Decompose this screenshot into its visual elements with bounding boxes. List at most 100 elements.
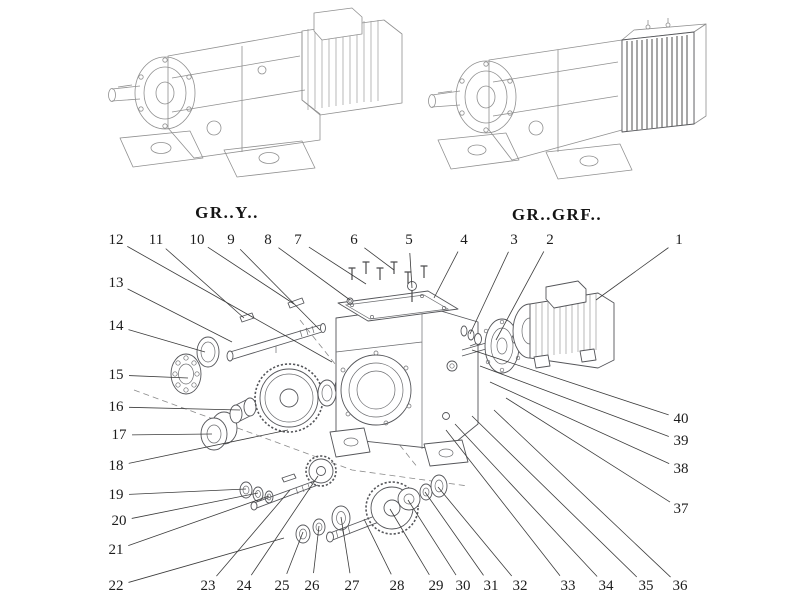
leader-line-29	[389, 508, 430, 576]
leader-line-19	[128, 488, 247, 495]
ball-bearing-left	[170, 353, 202, 395]
leader-line-35	[471, 415, 637, 578]
callout-number-1: 1	[675, 232, 683, 248]
leader-line-40	[471, 349, 669, 416]
leader-line-6	[364, 247, 395, 271]
callout-number-15: 15	[109, 367, 124, 383]
leader-line-12	[127, 246, 333, 363]
callout-number-28: 28	[390, 578, 405, 594]
leader-line-17	[131, 433, 213, 436]
leader-line-25	[286, 531, 304, 575]
callout-number-20: 20	[112, 513, 127, 529]
leader-line-8	[278, 247, 351, 301]
motor-terminal-box	[545, 280, 587, 309]
callout-number-16: 16	[109, 399, 125, 415]
leader-line-11	[165, 248, 245, 319]
variant-label-gr-y: GR..Y..	[195, 203, 259, 222]
leader-line-36	[493, 409, 671, 578]
callout-number-13: 13	[109, 275, 124, 291]
leader-line-26	[313, 525, 320, 574]
output-shaft-assembly	[295, 474, 448, 544]
spacer-bushing	[229, 397, 257, 424]
variant-label-gr-grf: GR..GRF..	[512, 205, 602, 224]
leader-line-18	[128, 429, 289, 464]
leader-line-33	[445, 429, 561, 577]
leader-line-23	[216, 489, 291, 577]
leader-line-14	[128, 329, 206, 353]
callout-number-10: 10	[190, 232, 205, 248]
callout-number-7: 7	[294, 232, 302, 248]
leader-line-3	[469, 251, 509, 335]
callout-number-29: 29	[429, 578, 444, 594]
callout-number-26: 26	[305, 578, 321, 594]
leader-line-27	[340, 516, 351, 574]
callout-number-6: 6	[350, 232, 358, 248]
callout-number-19: 19	[109, 487, 124, 503]
gear-hub	[397, 487, 421, 511]
leader-line-34	[454, 423, 598, 577]
leader-line-20	[131, 492, 259, 519]
input-shaft-assembly	[226, 297, 326, 362]
callout-number-2: 2	[546, 232, 554, 248]
callout-number-39: 39	[674, 433, 689, 449]
leader-line-38	[489, 381, 670, 464]
callout-number-33: 33	[561, 578, 576, 594]
callout-number-38: 38	[674, 461, 689, 477]
callout-number-5: 5	[405, 232, 413, 248]
motor-adapter-flange	[483, 318, 521, 374]
callout-number-31: 31	[484, 578, 499, 594]
callout-number-11: 11	[149, 232, 163, 248]
leader-line-1	[595, 247, 669, 301]
callout-number-3: 3	[510, 232, 518, 248]
leader-line-22	[128, 537, 285, 583]
callout-number-17: 17	[112, 427, 128, 443]
output-bearing-right	[430, 474, 448, 498]
electric-motor	[511, 280, 615, 369]
callout-number-4: 4	[460, 232, 468, 248]
output-shaft-stub-and-shims	[460, 325, 487, 357]
callout-number-25: 25	[275, 578, 290, 594]
callout-number-32: 32	[513, 578, 528, 594]
callout-number-24: 24	[237, 578, 253, 594]
leader-line-21	[128, 495, 270, 547]
leader-line-2	[495, 251, 545, 341]
leader-line-10	[207, 246, 295, 305]
intermediate-pinion-assembly	[239, 455, 337, 511]
callout-number-8: 8	[264, 232, 272, 248]
leader-line-7	[308, 246, 367, 285]
callout-number-18: 18	[109, 458, 124, 474]
callout-number-12: 12	[109, 232, 124, 248]
leader-line-13	[127, 288, 233, 343]
leader-line-39	[479, 365, 669, 437]
housing-cover-plate	[337, 290, 459, 322]
leader-line-37	[505, 397, 671, 503]
leader-line-24	[250, 475, 319, 576]
callout-number-34: 34	[599, 578, 615, 594]
leader-line-4	[433, 251, 459, 299]
callout-number-9: 9	[227, 232, 235, 248]
callout-number-36: 36	[673, 578, 689, 594]
gearbox-housing	[329, 305, 479, 467]
leader-line-15	[128, 375, 189, 379]
leader-line-16	[128, 406, 241, 411]
cover-bolts	[346, 261, 428, 305]
exploded-view	[133, 261, 615, 544]
callout-number-30: 30	[456, 578, 471, 594]
oil-seal-ring	[196, 336, 220, 368]
leader-line-28	[363, 518, 392, 575]
callout-number-35: 35	[639, 578, 654, 594]
leader-line-30	[407, 499, 457, 576]
vent-plug	[346, 297, 354, 305]
callout-number-22: 22	[109, 578, 124, 594]
leader-line-31	[424, 491, 484, 576]
output-gear	[365, 481, 419, 535]
leader-line-9	[239, 248, 321, 331]
leader-line-32	[437, 486, 513, 577]
callout-number-27: 27	[345, 578, 361, 594]
large-helical-gear	[254, 363, 324, 433]
callout-number-40: 40	[674, 411, 689, 427]
callout-number-21: 21	[109, 542, 124, 558]
